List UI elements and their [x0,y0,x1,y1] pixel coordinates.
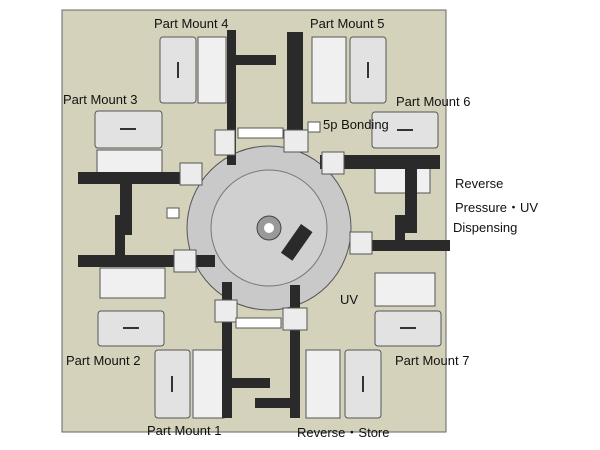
label-part-mount-7: Part Mount 7 [395,353,470,368]
label-5p-bonding: 5p Bonding [323,117,389,132]
label-pressure-uv: Pressure・UV [455,200,539,215]
label-uv: UV [340,292,359,307]
label-part-mount-6: Part Mount 6 [396,94,471,109]
label-part-mount-4: Part Mount 4 [154,16,229,31]
label-reverse-store: Reverse・Store [297,425,390,440]
label-part-mount-5: Part Mount 5 [310,16,385,31]
label-dispensing: Dispensing [453,220,518,235]
label-part-mount-2: Part Mount 2 [66,353,141,368]
transfer-heads [166,121,373,331]
rotary-table [186,145,352,311]
label-part-mount-1: Part Mount 1 [147,423,222,438]
label-reverse: Reverse [455,176,504,191]
linear-rails [78,30,450,418]
tray-handles [120,62,416,392]
label-part-mount-3: Part Mount 3 [63,92,138,107]
